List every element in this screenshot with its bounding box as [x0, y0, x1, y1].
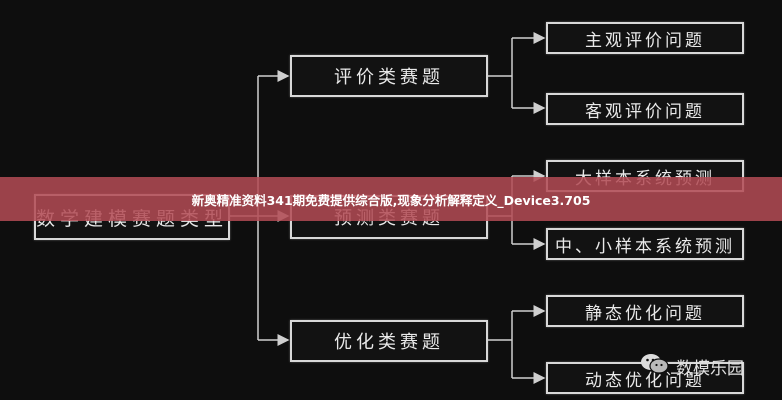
- category-optimization: 优化类赛题: [290, 320, 488, 362]
- watermark-text: 数模乐园: [676, 359, 744, 379]
- leaf-static-optimization: 静态优化问题: [546, 295, 744, 327]
- leaf-dynamic-optimization: 动态优化问题: [546, 362, 744, 394]
- watermark: 数模乐园: [640, 352, 744, 381]
- title-banner: 新奥精准资料341期免费提供综合版,现象分析解释定义_Device3.705: [0, 177, 782, 221]
- banner-text: 新奥精准资料341期免费提供综合版,现象分析解释定义_Device3.705: [191, 192, 591, 208]
- leaf-small-sample-prediction: 中、小样本系统预测: [546, 228, 744, 260]
- category-evaluation: 评价类赛题: [290, 55, 488, 97]
- leaf-objective-evaluation: 客观评价问题: [546, 93, 744, 125]
- leaf-subjective-evaluation: 主观评价问题: [546, 22, 744, 54]
- wechat-icon: [640, 352, 670, 381]
